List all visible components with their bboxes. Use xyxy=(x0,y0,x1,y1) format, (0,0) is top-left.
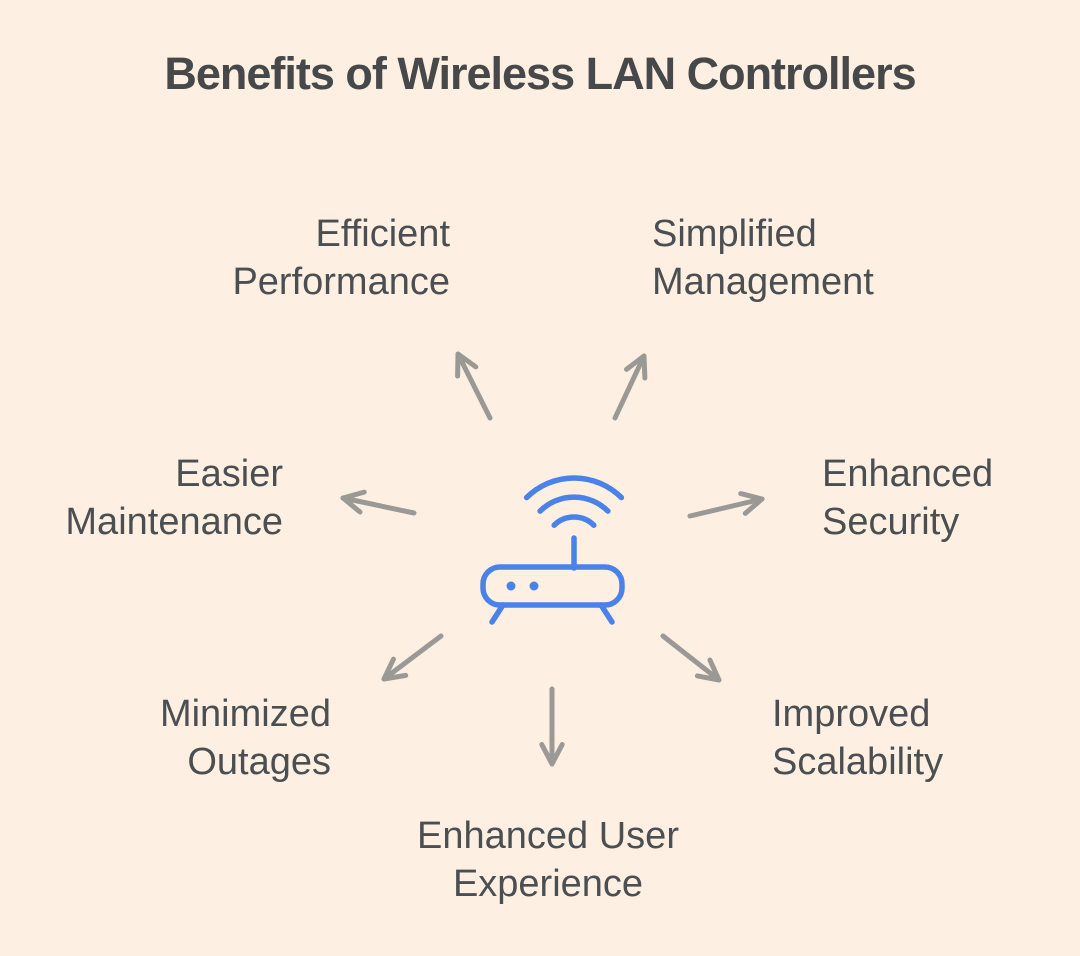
arrow-right xyxy=(687,491,765,519)
benefit-label-enhanced-user-experience: Enhanced User Experience xyxy=(417,815,679,905)
arrow-left xyxy=(340,489,417,516)
arrow-layer xyxy=(340,351,765,767)
arrow-down-left xyxy=(381,633,444,682)
benefit-label-easier-maintenance: Easier Maintenance xyxy=(65,453,283,543)
benefit-label-minimized-outages: Minimized Outages xyxy=(159,693,331,783)
benefit-label-improved-scalability: Improved Scalability xyxy=(772,693,944,783)
arrow-down-right xyxy=(660,633,722,683)
wifi-wave-middle-icon xyxy=(537,494,611,514)
page-title: Benefits of Wireless LAN Controllers xyxy=(164,48,916,99)
arrow-up-right xyxy=(612,353,648,421)
arrow-down xyxy=(539,686,565,767)
wireless-router-icon xyxy=(480,475,625,625)
benefit-label-enhanced-security: Enhanced Security xyxy=(822,453,994,543)
benefit-label-simplified-management: Simplified Management xyxy=(652,213,874,303)
wifi-wave-outer-icon xyxy=(523,475,625,501)
router-leg-left xyxy=(489,602,506,625)
router-led-left xyxy=(506,581,516,591)
router-leg-right xyxy=(598,602,615,625)
router-body xyxy=(480,564,625,608)
router-led-right xyxy=(529,581,539,591)
arrow-up-left xyxy=(455,351,493,421)
wifi-wave-inner-icon xyxy=(551,514,597,528)
benefit-label-efficient-performance: Efficient Performance xyxy=(232,213,450,303)
